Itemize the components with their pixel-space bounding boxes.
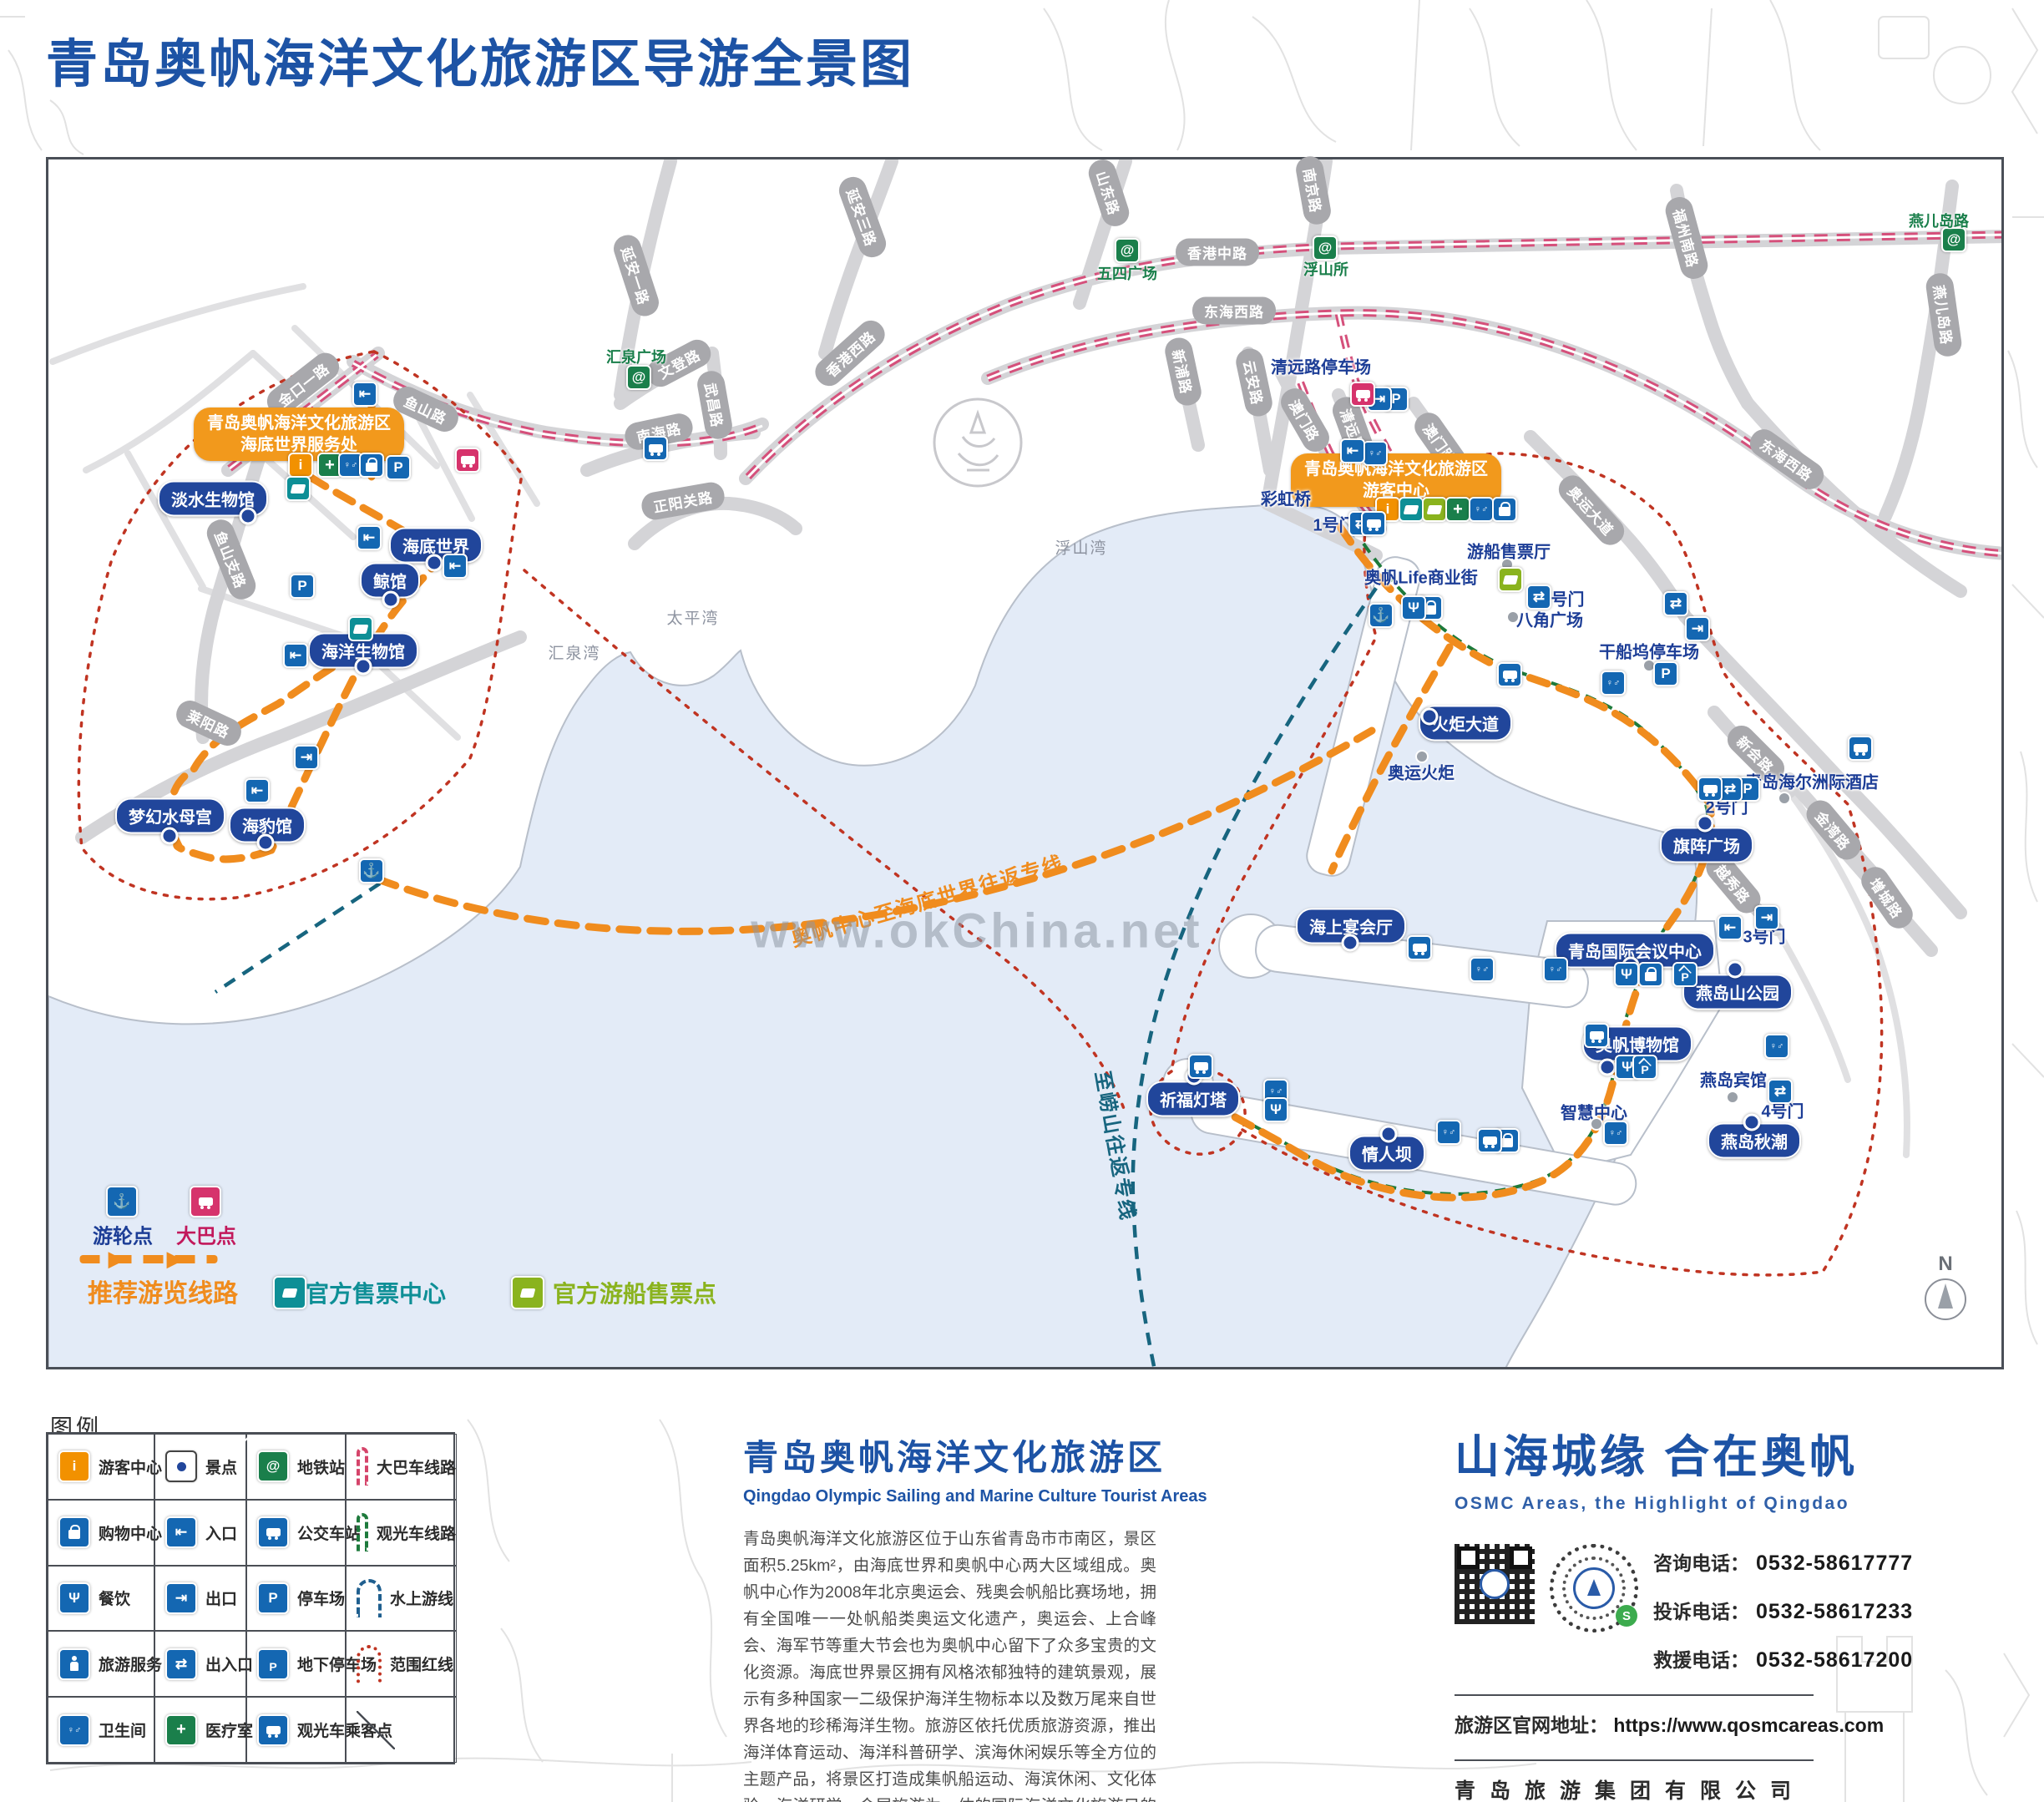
map-panel bbox=[46, 157, 2004, 1369]
qr-code-circular-icon: S bbox=[1550, 1544, 1638, 1632]
about-title: 青岛奥帆海洋文化旅游区 bbox=[743, 1438, 1166, 1477]
arcgreen-icon bbox=[357, 1513, 368, 1552]
channel-badge-icon: S bbox=[1616, 1605, 1637, 1627]
spot-icon bbox=[165, 1450, 197, 1483]
medical-icon: + bbox=[165, 1713, 197, 1746]
slogan-en: OSMC Areas, the Highlight of Qingdao bbox=[1455, 1494, 1850, 1513]
busblue-icon bbox=[257, 1516, 289, 1549]
legend-label: 旅游服务 bbox=[99, 1657, 163, 1675]
legend-label: 游客中心 bbox=[99, 1459, 163, 1477]
legend-cell: P 停车场 bbox=[246, 1565, 346, 1632]
legend-cell: 旅游服务 bbox=[48, 1631, 162, 1698]
legend-label: 水上游线 bbox=[390, 1591, 454, 1609]
legend-label: 大巴车线路 bbox=[376, 1459, 456, 1477]
legend-label: 入口 bbox=[205, 1525, 238, 1543]
legend-label: 地铁站 bbox=[297, 1459, 346, 1477]
diag-icon bbox=[357, 1710, 395, 1749]
legend-cell: ⇄ 出入口 bbox=[154, 1631, 253, 1698]
legend-cell: ♀♂ 卫生间 bbox=[48, 1697, 154, 1763]
toilet-icon: ♀♂ bbox=[58, 1713, 90, 1746]
legend-label: 停车场 bbox=[297, 1591, 346, 1609]
qr-code-icon bbox=[1455, 1544, 1535, 1624]
map-geography bbox=[48, 159, 2001, 1367]
slogan: 山海城缘 合在奥帆 bbox=[1455, 1432, 1859, 1482]
company-name: 青岛旅游集团有限公司 bbox=[1455, 1779, 1806, 1802]
legend-cell: i 游客中心 bbox=[48, 1434, 162, 1500]
phone-row: 投诉电话：0532-58617233 bbox=[1653, 1600, 1914, 1623]
about-block: 青岛奥帆海洋文化旅游区 Qingdao Olympic Sailing and … bbox=[743, 1430, 1207, 1802]
legend-cell: @ 地铁站 bbox=[246, 1434, 346, 1500]
inout-icon: ⇄ bbox=[165, 1648, 197, 1680]
entrance-icon: ⇤ bbox=[165, 1516, 197, 1549]
divider bbox=[1455, 1759, 1814, 1761]
legend-label: 医疗室 bbox=[205, 1723, 254, 1741]
arcredline-icon bbox=[357, 1644, 382, 1683]
legend-cell: 观光车乘客点 bbox=[246, 1697, 392, 1763]
phone-list: 咨询电话：0532-58617777 投诉电话：0532-58617233 救援电话… bbox=[1653, 1547, 1913, 1673]
legend-label: 出口 bbox=[205, 1591, 238, 1609]
legend-cell: ⇥ 出口 bbox=[154, 1565, 246, 1632]
website-url: https://www.qosmcareas.com bbox=[1613, 1714, 1885, 1736]
dining-icon: Ψ bbox=[58, 1582, 90, 1614]
service-icon bbox=[58, 1648, 90, 1680]
info-icon: i bbox=[58, 1450, 90, 1483]
legend-label: 购物中心 bbox=[99, 1525, 163, 1543]
legend-cell: + 医疗室 bbox=[154, 1697, 253, 1763]
legend-label: 餐饮 bbox=[99, 1591, 131, 1609]
about-subtitle: Qingdao Olympic Sailing and Marine Cultu… bbox=[743, 1487, 1207, 1506]
divider bbox=[1455, 1694, 1814, 1696]
legend-label: 范围红线 bbox=[390, 1657, 454, 1675]
legend-cell: 购物中心 bbox=[48, 1499, 162, 1566]
legend-label: 观光车线路 bbox=[376, 1525, 456, 1543]
website-row: 旅游区官网地址： https://www.qosmcareas.com bbox=[1455, 1709, 1884, 1738]
legend-label: 景点 bbox=[205, 1459, 238, 1477]
legend-cell: ⇤ 入口 bbox=[154, 1499, 246, 1566]
legend-cell: 大巴车线路 bbox=[346, 1434, 457, 1500]
shopping-icon bbox=[58, 1516, 90, 1549]
arcblue-icon bbox=[357, 1578, 382, 1617]
promo-block: 山海城缘 合在奥帆 OSMC Areas, the Highlight of Q… bbox=[1455, 1420, 1912, 1802]
legend-cell: 观光车线路 bbox=[346, 1499, 457, 1566]
legend-label: 卫生间 bbox=[99, 1723, 147, 1741]
legend-cell bbox=[346, 1697, 457, 1763]
legend-cell: 公交车站 bbox=[246, 1499, 361, 1566]
phone-row: 咨询电话：0532-58617777 bbox=[1653, 1551, 1914, 1575]
legend-cell: 水上游线 bbox=[346, 1565, 457, 1632]
legend-label: 出入口 bbox=[205, 1657, 254, 1675]
metro-icon: @ bbox=[257, 1450, 289, 1483]
legend-label: 公交车站 bbox=[297, 1525, 362, 1543]
legend-cell: 景点 bbox=[154, 1434, 246, 1500]
page-title: 青岛奥帆海洋文化旅游区导游全景图 bbox=[46, 36, 915, 94]
website-label: 旅游区官网地址： bbox=[1455, 1714, 1608, 1736]
legend-cell: Ψ 餐饮 bbox=[48, 1565, 154, 1632]
cart-icon bbox=[257, 1713, 289, 1746]
phone-row: 救援电话：0532-58617200 bbox=[1653, 1648, 1914, 1672]
parking-icon: P bbox=[257, 1582, 289, 1614]
legend-cell: 范围红线 bbox=[346, 1631, 457, 1698]
arcred-icon bbox=[357, 1447, 368, 1486]
exit-icon: ⇥ bbox=[165, 1582, 197, 1614]
about-body: 青岛奥帆海洋文化旅游区位于山东省青岛市市南区，景区面积5.25km²，由海底世界… bbox=[743, 1530, 1156, 1802]
uparking-icon: P bbox=[257, 1648, 289, 1680]
